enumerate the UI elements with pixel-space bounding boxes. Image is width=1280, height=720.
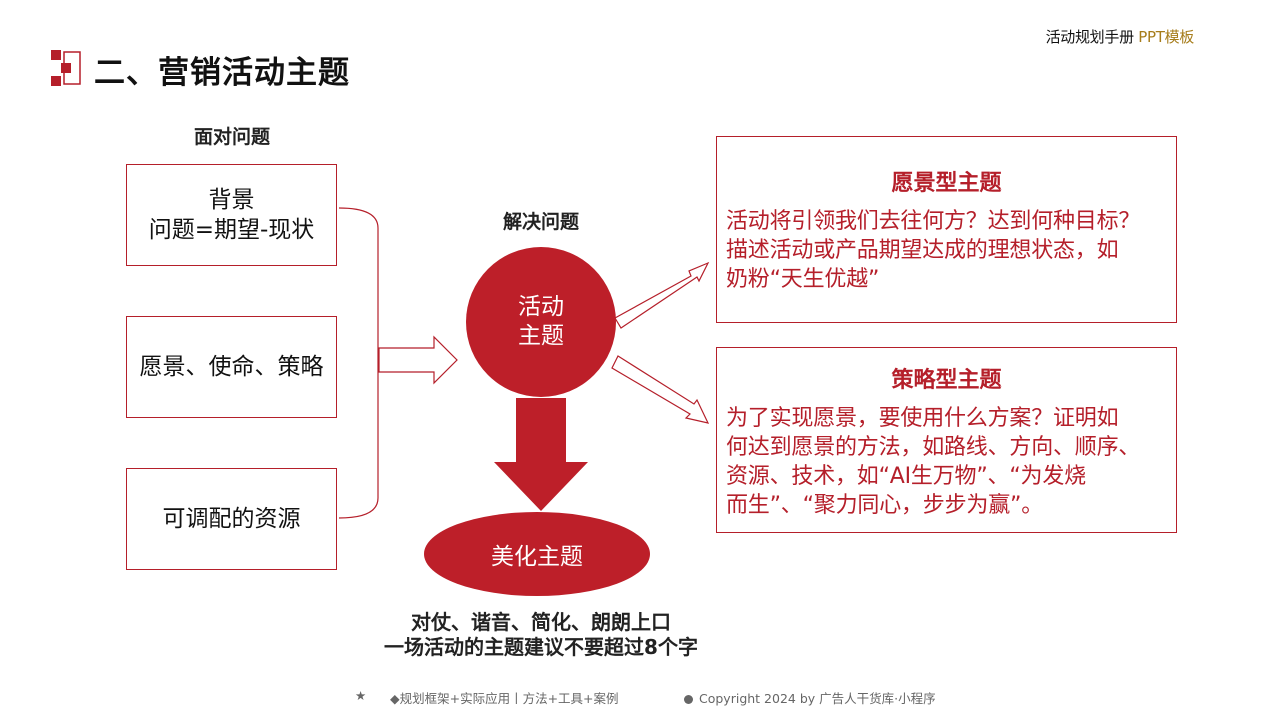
bullet-dot-icon — [684, 695, 693, 704]
desc-line: 而生”、“聚力同心，步步为赢”。 — [726, 493, 1043, 518]
activity-theme-circle: 活动 主题 — [466, 247, 616, 397]
hollow-arrow-to-strategy — [611, 355, 710, 424]
desc-line: 何达到愿景的方法，如路线、方向、顺序、 — [726, 435, 1141, 460]
desc-line: 描述活动或产品期望达成的理想状态，如 — [726, 238, 1119, 263]
page-title: 二、营销活动主题 — [94, 55, 350, 91]
desc-line: 资源、技术，如“AI生万物”、“为发烧 — [726, 464, 1086, 489]
circle-line: 活动 — [518, 294, 564, 320]
circle-line: 主题 — [518, 323, 564, 349]
theme-title: 策略型主题 — [891, 368, 1002, 393]
note-line-1: 对仗、谐音、简化、朗朗上口 — [411, 610, 671, 634]
beautify-theme-ellipse: 美化主题 — [424, 512, 650, 596]
problem-box-line: 愿景、使命、策略 — [139, 354, 324, 380]
solve-problem-label: 解决问题 — [502, 211, 579, 233]
desc-line: 为了实现愿景，要使用什么方案？证明如 — [726, 406, 1119, 431]
hollow-arrow-to-theme — [378, 335, 458, 385]
logo-squares-icon — [51, 50, 81, 86]
problem-box-line: 问题=期望-现状 — [148, 217, 315, 243]
copyright-text: Copyright 2024 by 广告人干货库·小程序 — [699, 691, 936, 706]
problem-box-resources: 可调配的资源 — [126, 468, 337, 570]
bracket-connector — [338, 207, 379, 519]
theme-title: 愿景型主题 — [891, 171, 1002, 196]
theme-description: 为了实现愿景，要使用什么方案？证明如 何达到愿景的方法，如路线、方向、顺序、 资… — [726, 404, 1170, 520]
ellipse-label: 美化主题 — [491, 544, 583, 570]
problem-box-line: 背景 — [208, 187, 255, 213]
strategy-theme-box: 策略型主题 为了实现愿景，要使用什么方案？证明如 何达到愿景的方法，如路线、方向… — [716, 347, 1177, 533]
problem-box-line: 可调配的资源 — [162, 506, 301, 532]
footer-slogan: ◆规划框架+实际应用丨方法+工具+案例 — [390, 691, 619, 706]
footer-star-icon: ★ — [355, 688, 367, 703]
footer-copyright: Copyright 2024 by 广告人干货库·小程序 — [684, 688, 936, 707]
desc-line: 奶粉“天生优越” — [726, 267, 880, 292]
hollow-arrow-to-vision — [614, 261, 710, 329]
note-line-2: 一场活动的主题建议不要超过8个字 — [384, 635, 698, 659]
problem-box-background: 背景 问题=期望-现状 — [126, 164, 337, 266]
brand-text: 活动规划手册 — [1045, 28, 1139, 46]
brand-label: 活动规划手册 PPT模板 — [1045, 26, 1195, 47]
problem-box-vision: 愿景、使命、策略 — [126, 316, 337, 418]
vision-theme-box: 愿景型主题 活动将引领我们去往何方？达到何种目标？ 描述活动或产品期望达成的理想… — [716, 136, 1177, 323]
theme-description: 活动将引领我们去往何方？达到何种目标？ 描述活动或产品期望达成的理想状态，如 奶… — [726, 207, 1170, 294]
face-problem-label: 面对问题 — [193, 126, 270, 148]
solid-down-arrow-icon — [494, 398, 588, 511]
brand-accent: PPT模板 — [1138, 28, 1194, 46]
desc-line: 活动将引领我们去往何方？达到何种目标？ — [726, 209, 1141, 234]
